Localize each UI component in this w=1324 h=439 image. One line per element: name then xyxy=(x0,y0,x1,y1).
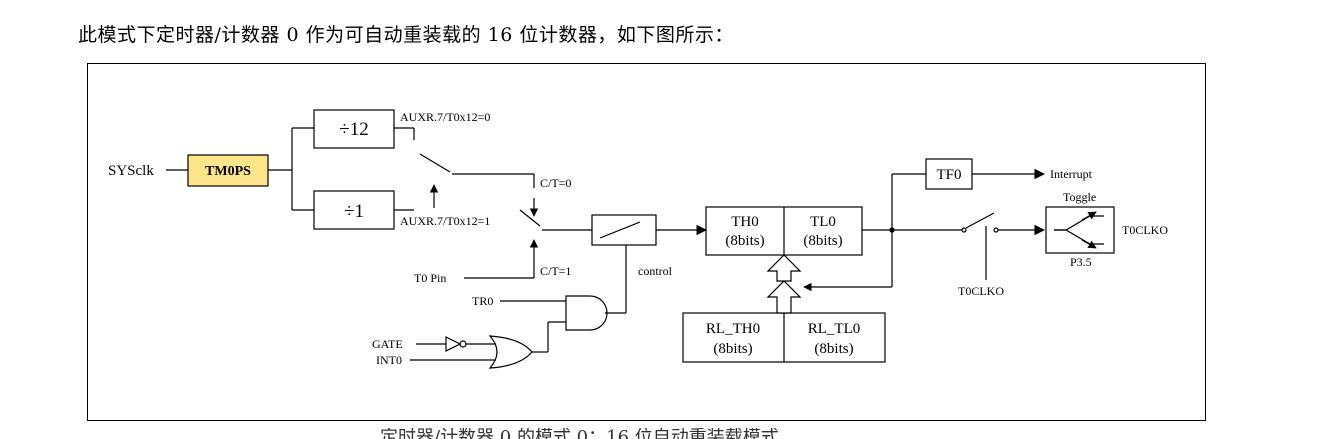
div12-label: ÷12 xyxy=(339,119,368,140)
tl0-bits-label: (8bits) xyxy=(803,233,842,249)
intro-text: 此模式下定时器/计数器 0 作为可自动重装载的 16 位计数器，如下图所示： xyxy=(78,24,734,46)
rl-tl0-label: RL_TL0 xyxy=(808,321,861,337)
control-label: control xyxy=(638,264,673,278)
gate-label: GATE xyxy=(372,337,403,351)
sysclk-label: SYSclk xyxy=(108,163,154,179)
auxr1-label: AUXR.7/T0x12=1 xyxy=(400,214,490,228)
control-switch-box xyxy=(591,214,657,246)
diagram-frame xyxy=(87,63,1206,421)
div12-box xyxy=(313,109,395,149)
reload-arrow-upper xyxy=(766,254,802,282)
th0-bits-label: (8bits) xyxy=(725,233,764,249)
ct1-label: C/T=1 xyxy=(540,264,571,278)
and-gate xyxy=(565,295,608,331)
t0-pin-label: T0 Pin xyxy=(414,271,446,285)
ct-switch xyxy=(519,209,541,227)
tm0ps-box xyxy=(187,154,269,187)
tm0ps-label: TM0PS xyxy=(205,164,251,179)
rl-tl0-bits-label: (8bits) xyxy=(814,341,853,357)
rl-th0-bits-label: (8bits) xyxy=(713,341,752,357)
reload-arrow-lower xyxy=(766,280,802,314)
auxr0-label: AUXR.7/T0x12=0 xyxy=(400,110,490,124)
toggle-label: Toggle xyxy=(1063,190,1096,204)
tf0-label: TF0 xyxy=(936,167,961,183)
rl-th0-label: RL_TH0 xyxy=(706,321,760,337)
toggle-box xyxy=(1045,206,1115,254)
or-gate xyxy=(488,335,533,369)
t0clko-output-label: T0CLKO xyxy=(1122,223,1168,237)
not-gate xyxy=(445,336,462,352)
p35-label: P3.5 xyxy=(1070,255,1092,269)
tr0-label: TR0 xyxy=(472,294,493,308)
tl0-label: TL0 xyxy=(810,214,836,230)
prescaler-switch xyxy=(419,153,451,173)
interrupt-label: Interrupt xyxy=(1050,167,1093,181)
t0clko-control-label: T0CLKO xyxy=(958,284,1004,298)
th0-label: TH0 xyxy=(731,214,759,230)
int0-label: INT0 xyxy=(376,353,402,367)
ct0-label: C/T=0 xyxy=(540,176,571,190)
figure-caption: 定时器/计数器 0 的模式 0：16 位自动重装载模式 xyxy=(380,428,779,439)
div1-label: ÷1 xyxy=(344,201,364,222)
